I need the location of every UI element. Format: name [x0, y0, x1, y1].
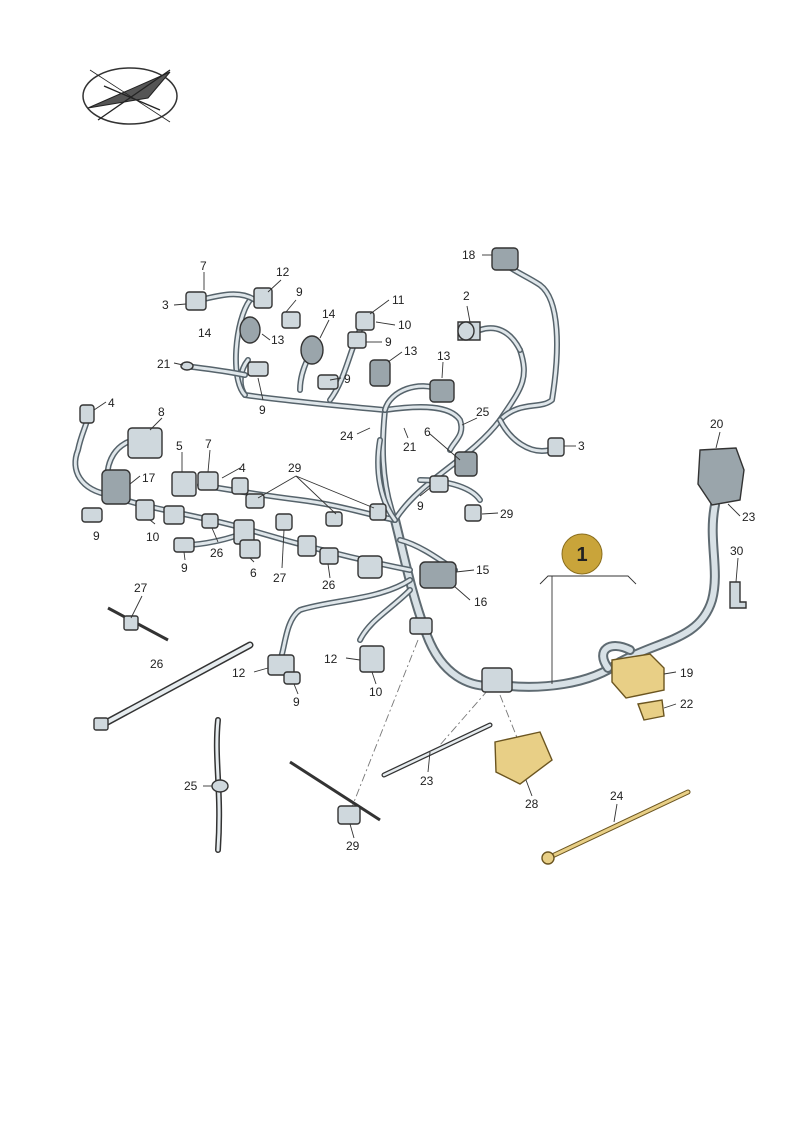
- part-label: 17: [142, 471, 156, 485]
- part-label: 10: [369, 685, 383, 699]
- part-label: 11: [392, 293, 405, 307]
- part-label: 9: [344, 372, 351, 386]
- part-label: 18: [462, 248, 476, 262]
- part-label: 9: [385, 335, 392, 349]
- part-label: 21: [157, 357, 171, 371]
- part-label: 25: [184, 779, 198, 793]
- part-label: 10: [146, 530, 160, 544]
- part-label: 24: [610, 789, 624, 803]
- part-label: 23: [420, 774, 434, 788]
- part-label: 29: [500, 507, 514, 521]
- connectors: [79, 247, 747, 693]
- part-label: 5: [176, 439, 183, 453]
- part-label: 4: [108, 396, 115, 410]
- part-labels: 18 2 7 12 9 3 14 14 11 10 13 9 13 13 21 …: [93, 248, 756, 853]
- part-label: 7: [205, 437, 212, 451]
- part-label: 9: [181, 561, 188, 575]
- part-label: 22: [680, 697, 694, 711]
- part-label: 28: [525, 797, 539, 811]
- part-label: 21: [403, 440, 417, 454]
- part-label: 26: [150, 657, 164, 671]
- part-label: 14: [322, 307, 336, 321]
- main-harness: [390, 500, 720, 692]
- part-label: 3: [578, 439, 585, 453]
- part-label: 14: [198, 326, 212, 340]
- part-label: 12: [232, 666, 246, 680]
- part-label: 13: [271, 333, 285, 347]
- brand-logo: [82, 67, 178, 125]
- part-label: 9: [296, 285, 303, 299]
- part-label: 16: [474, 595, 488, 609]
- part-label: 6: [424, 425, 431, 439]
- part-label: 7: [200, 259, 207, 273]
- part-label: 26: [322, 578, 336, 592]
- leader-lines: [93, 254, 741, 839]
- part-label: 27: [134, 581, 148, 595]
- part-label: 2: [463, 289, 470, 303]
- part-label: 3: [162, 298, 169, 312]
- part-label: 25: [476, 405, 490, 419]
- callout-number: 1: [576, 544, 587, 566]
- part-label: 23: [742, 510, 756, 524]
- part-label: 12: [276, 265, 290, 279]
- part-label: 19: [680, 666, 694, 680]
- part-label: 12: [324, 652, 338, 666]
- part-label: 27: [273, 571, 287, 585]
- part-label: 20: [710, 417, 724, 431]
- part-label: 9: [417, 499, 424, 513]
- part-label: 13: [437, 349, 451, 363]
- part-label: 9: [93, 529, 100, 543]
- part-label: 6: [250, 566, 257, 580]
- part-label: 13: [404, 344, 418, 358]
- part-label: 29: [288, 461, 302, 475]
- part-label: 9: [259, 403, 266, 417]
- part-label: 10: [398, 318, 412, 332]
- part-label: 24: [340, 429, 354, 443]
- part-label: 8: [158, 405, 165, 419]
- part-label: 4: [239, 461, 246, 475]
- part-label: 29: [346, 839, 360, 853]
- part-label: 26: [210, 546, 224, 560]
- part-label: 15: [476, 563, 490, 577]
- part-label: 30: [730, 544, 744, 558]
- part-label: 9: [293, 695, 300, 709]
- loose-parts: [93, 606, 691, 865]
- main-callout: 1: [539, 533, 637, 684]
